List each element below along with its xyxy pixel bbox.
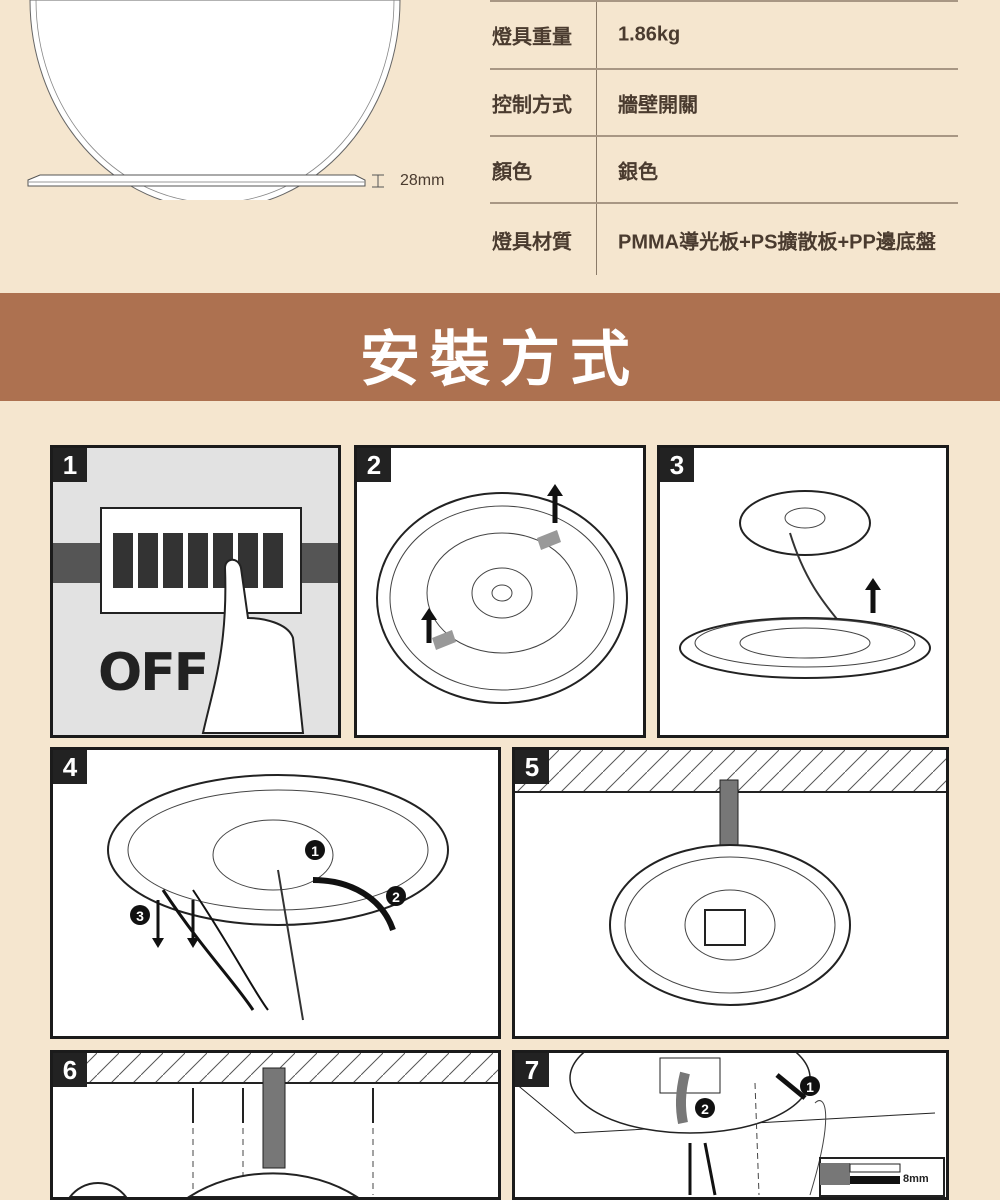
step-number: 6	[53, 1053, 87, 1087]
spec-value: 銀色	[618, 161, 658, 183]
step-3-panel: 3	[657, 445, 949, 738]
spec-row-color: 顏色 銀色	[490, 137, 958, 204]
base-plate-illustration	[376, 484, 628, 704]
spec-label: 燈具材質	[492, 231, 572, 254]
screw-mount-illustration	[53, 1053, 498, 1197]
install-title: 安裝方式	[360, 326, 640, 393]
step-1-panel: 1 OFF	[50, 445, 341, 738]
inset-label: 8mm	[903, 1173, 929, 1185]
step-number: 1	[53, 448, 87, 482]
breaker-illustration	[53, 507, 338, 734]
spec-label: 燈具重量	[492, 26, 572, 49]
off-label: OFF	[98, 643, 209, 703]
step-number: 7	[515, 1053, 549, 1087]
spec-table: 燈具重量 1.86kg 控制方式 牆壁開關 顏色 銀色 燈具材質 PMMA導光板+PS擴…	[490, 0, 958, 276]
step-number: 2	[357, 448, 391, 482]
spec-row-material: 燈具材質 PMMA導光板+PS擴散板+PP邊底盤	[490, 204, 958, 276]
install-banner: 安裝方式	[0, 293, 1000, 401]
wiring-illustration: 1 2 3	[107, 774, 449, 1021]
spec-label: 控制方式	[492, 94, 572, 116]
step-7-panel: 7 2 1 8mm	[512, 1050, 949, 1200]
product-drawing	[27, 0, 401, 200]
thickness-label: 28mm	[400, 172, 445, 189]
spec-row-weight: 燈具重量 1.86kg	[490, 0, 958, 70]
mounting-illustration	[515, 750, 946, 1006]
callout-2: 2	[701, 1101, 709, 1117]
table-divider	[596, 0, 597, 275]
detach-illustration	[679, 490, 931, 679]
callout-3: 3	[136, 908, 144, 924]
step-number: 4	[53, 750, 87, 784]
spec-value: 牆壁開關	[618, 94, 698, 116]
step-5-panel: 5	[512, 747, 949, 1039]
spec-label: 顏色	[492, 161, 532, 183]
step-2-panel: 2	[354, 445, 646, 738]
callout-1: 1	[806, 1079, 814, 1095]
step-number: 3	[660, 448, 694, 482]
step-6-panel: 6	[50, 1050, 501, 1200]
connection-illustration: 2 1	[515, 1053, 945, 1197]
spec-row-control: 控制方式 牆壁開關	[490, 70, 958, 137]
callout-2: 2	[392, 889, 400, 905]
spec-value: PMMA導光板+PS擴散板+PP邊底盤	[618, 231, 936, 254]
callout-1: 1	[311, 843, 319, 859]
spec-value: 1.86kg	[618, 23, 681, 46]
step-4-panel: 4 1 2 3	[50, 747, 501, 1039]
step-number: 5	[515, 750, 549, 784]
